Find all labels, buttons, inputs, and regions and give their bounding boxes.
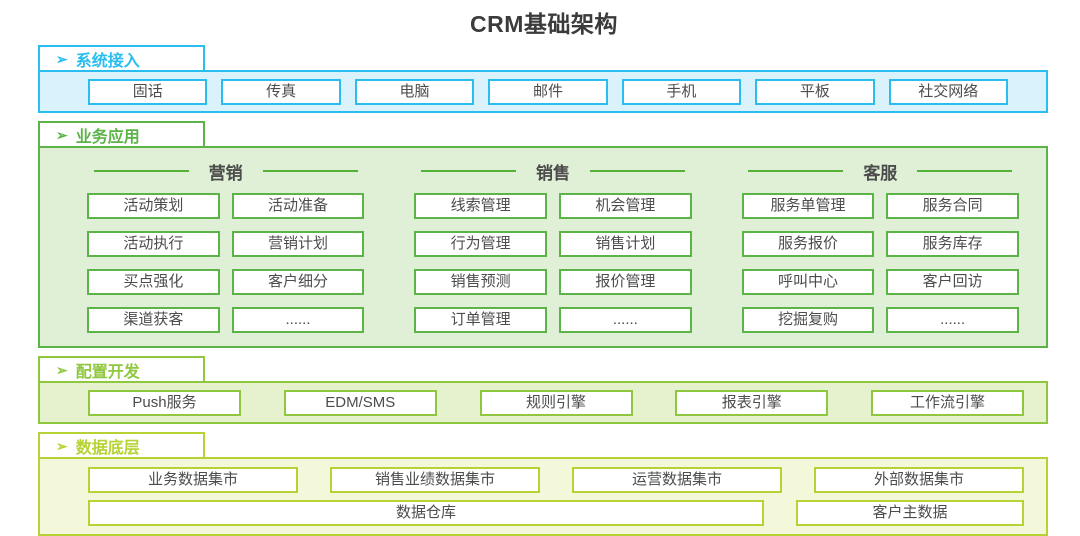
channel-box-computer: 电脑: [354, 78, 475, 105]
module-box: 活动执行: [87, 231, 220, 257]
sales-column-header: 销售: [414, 159, 691, 183]
module-box: 行为管理: [414, 231, 547, 257]
config-dev-label: 配置开发: [75, 363, 140, 381]
module-box: 买点强化: [87, 269, 220, 295]
channel-box-tablet: 平板: [755, 78, 875, 105]
config-dev-body: Push服务 EDM/SMS 规则引擎 报表引擎 工作流引擎: [38, 381, 1048, 424]
engine-box-push: Push服务: [88, 389, 241, 416]
service-grid: 服务单管理 服务合同 服务报价 服务库存 呼叫中心 客户回访 挖掘复购 ....…: [741, 193, 1019, 333]
marketing-grid: 活动策划 活动准备 活动执行 营销计划 买点强化 客户细分 渠道获客 .....…: [87, 193, 365, 333]
module-box: 客户回访: [886, 269, 1019, 295]
module-box: 渠道获客: [87, 307, 220, 333]
data-mart-box-sales-performance: 销售业绩数据集市: [330, 467, 540, 493]
channel-box-email: 邮件: [488, 78, 608, 105]
data-mart-box-business: 业务数据集市: [88, 467, 298, 493]
marketing-column-title: 营销: [208, 163, 243, 183]
module-box: 服务库存: [886, 231, 1019, 257]
service-column-header: 客服: [742, 159, 1019, 183]
business-apps-label: 业务应用: [75, 128, 140, 146]
data-layer-tab: ➢ 数据底层: [38, 432, 205, 459]
module-box: 机会管理: [558, 193, 692, 219]
module-box: 报价管理: [558, 269, 692, 295]
module-box-ellipsis: ......: [558, 307, 692, 333]
module-box: 营销计划: [231, 231, 365, 257]
data-mart-box-external: 外部数据集市: [814, 467, 1024, 493]
module-box: 活动准备: [231, 193, 365, 219]
module-box: 挖掘复购: [741, 307, 875, 333]
header-rule-left: [93, 170, 189, 172]
service-column-title: 客服: [863, 163, 898, 183]
section-data-layer: ➢ 数据底层 业务数据集市 销售业绩数据集市 运营数据集市 外部数据集市 数据仓…: [38, 432, 1048, 536]
sales-grid: 线索管理 机会管理 行为管理 销售计划 销售预测 报价管理 订单管理 .....…: [414, 193, 692, 333]
marketing-column-header: 营销: [87, 159, 364, 183]
business-apps-tab: ➢ 业务应用: [38, 121, 205, 148]
module-box: 呼叫中心: [741, 269, 875, 295]
engine-box-edm-sms: EDM/SMS: [283, 389, 437, 416]
config-dev-tab: ➢ 配置开发: [38, 356, 205, 383]
data-layer-label: 数据底层: [75, 439, 140, 457]
channel-box-landline: 固话: [88, 78, 208, 105]
module-box: 活动策划: [87, 193, 220, 219]
channel-box-social: 社交网络: [888, 78, 1008, 105]
header-rule-left: [748, 170, 844, 172]
header-rule-right: [917, 170, 1013, 172]
channel-box-fax: 传真: [221, 78, 341, 105]
module-box: 服务合同: [886, 193, 1019, 219]
arrow-right-icon: ➢: [56, 126, 68, 143]
arrow-right-icon: ➢: [56, 437, 68, 454]
section-system-access: ➢ 系统接入 固话 传真 电脑 邮件 手机 平板 社交网络: [38, 45, 1048, 113]
business-apps-body: 营销 活动策划 活动准备 活动执行 营销计划 买点强化 客户细分 渠道获客 ..…: [38, 146, 1048, 348]
arrow-right-icon: ➢: [56, 50, 68, 67]
engine-box-rules: 规则引擎: [479, 389, 633, 416]
module-box: 销售计划: [558, 231, 692, 257]
data-base-row: 数据仓库 客户主数据: [88, 500, 1024, 526]
system-access-body: 固话 传真 电脑 邮件 手机 平板 社交网络: [38, 70, 1048, 113]
arrow-right-icon: ➢: [56, 361, 68, 378]
header-rule-right: [589, 170, 685, 172]
header-rule-left: [420, 170, 516, 172]
module-box: 服务报价: [741, 231, 875, 257]
module-box: 客户细分: [231, 269, 365, 295]
module-box: 订单管理: [414, 307, 547, 333]
section-config-dev: ➢ 配置开发 Push服务 EDM/SMS 规则引擎 报表引擎 工作流引擎: [38, 356, 1048, 424]
service-column: 客服 服务单管理 服务合同 服务报价 服务库存 呼叫中心 客户回访 挖掘复购 .…: [741, 159, 1019, 333]
data-layer-body: 业务数据集市 销售业绩数据集市 运营数据集市 外部数据集市 数据仓库 客户主数据: [38, 457, 1048, 536]
engine-box-report: 报表引擎: [675, 389, 829, 416]
channel-box-mobile: 手机: [621, 78, 742, 105]
section-business-apps: ➢ 业务应用 营销 活动策划 活动准备 活动执行 营销计划 买点强化 客户细分 …: [38, 121, 1048, 348]
engine-box-workflow: 工作流引擎: [871, 389, 1024, 416]
customer-master-data-box: 客户主数据: [796, 500, 1024, 526]
system-access-label: 系统接入: [75, 52, 140, 70]
data-mart-box-operations: 运营数据集市: [572, 467, 782, 493]
data-mart-row: 业务数据集市 销售业绩数据集市 运营数据集市 外部数据集市: [88, 467, 1024, 493]
module-box-ellipsis: ......: [231, 307, 365, 333]
sales-column: 销售 线索管理 机会管理 行为管理 销售计划 销售预测 报价管理 订单管理 ..…: [414, 159, 692, 333]
marketing-column: 营销 活动策划 活动准备 活动执行 营销计划 买点强化 客户细分 渠道获客 ..…: [87, 159, 365, 333]
system-access-tab: ➢ 系统接入: [38, 45, 205, 72]
data-warehouse-box: 数据仓库: [88, 500, 764, 526]
header-rule-right: [262, 170, 358, 172]
module-box: 服务单管理: [741, 193, 875, 219]
module-box-ellipsis: ......: [886, 307, 1019, 333]
module-box: 销售预测: [414, 269, 547, 295]
sales-column-title: 销售: [535, 163, 570, 183]
diagram-title: CRM基础架构: [470, 11, 618, 37]
module-box: 线索管理: [414, 193, 547, 219]
